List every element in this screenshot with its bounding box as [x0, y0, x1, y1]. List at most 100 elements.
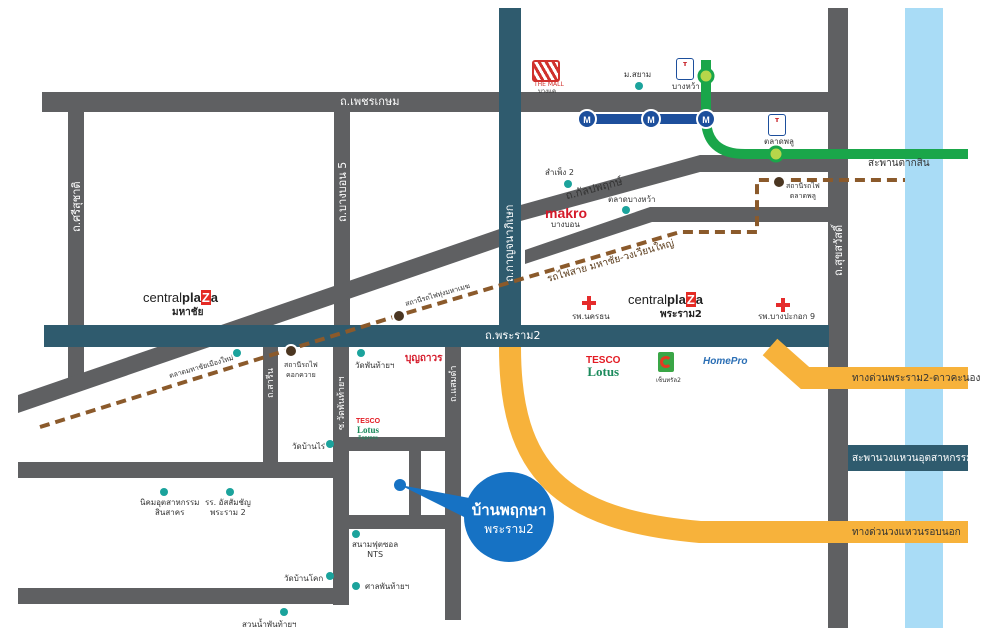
industrial-ring-bridge	[848, 445, 968, 471]
label-wat-ban-rai: วัดบ้านไร่	[292, 442, 326, 451]
bts-station-talatphlu	[767, 145, 785, 163]
wat-ban-rai-dot	[326, 440, 334, 448]
mrt-station	[577, 109, 597, 129]
mrt-station	[641, 109, 661, 129]
label-wat-ban-khok: วัดบ้านโคก	[284, 574, 324, 583]
nikhom-dot	[160, 488, 168, 496]
project-pointer	[400, 485, 480, 520]
central-plaza-mahachai-logo: centralplaZa	[143, 290, 218, 305]
road-watphanthai	[333, 345, 349, 605]
label-sam-phueng: สำเพ็ง 2	[545, 168, 574, 177]
label-rama2-expressway: ทางด่วนพระราม2-ดาวคะนอง	[852, 373, 981, 384]
expressway-outer-ring	[499, 346, 968, 543]
lotus-small: Lotus	[357, 425, 380, 435]
road-suksawat	[828, 8, 848, 628]
rail-station-talatphlu	[772, 175, 786, 189]
expressway-rama2	[762, 338, 968, 389]
nts-dot	[352, 530, 360, 538]
local-road	[18, 588, 338, 604]
tesco-small: TESCO	[356, 418, 381, 425]
sinsathit-dot	[226, 488, 234, 496]
label-nikhom: นิคมอุตสาหกรรม สินสาคร	[140, 498, 200, 517]
tesco-lotus-express-logo: TESCO Lotus Express	[356, 418, 380, 442]
label-makro-sub: บางบอน	[551, 220, 580, 229]
brand-central: central	[628, 292, 668, 307]
svg-text:M: M	[647, 115, 655, 125]
label-the-mall-sub: บางแค	[538, 88, 556, 95]
svg-text:M: M	[702, 115, 710, 125]
road-saraen	[263, 345, 278, 465]
label-bangbon5: ถ.บางบอน 5	[336, 161, 349, 222]
label-wat-phanthai: วัดพันท้ายฯ	[355, 361, 395, 370]
label-ratchaphruek: ถ.ราชพฤกษ์	[708, 10, 721, 68]
sala-dot	[352, 582, 360, 590]
bts-logo-talatphlu: ᴛ	[768, 114, 786, 136]
label-srisuchart: ถ.ศรีสุชาติ	[70, 181, 83, 232]
boonthavorn-logo: บุญถาวร	[405, 353, 443, 364]
homepro-logo: HomePro	[703, 356, 748, 367]
label-taksin-bridge: สะพานตากสิน	[868, 158, 930, 169]
label-outer-ring: ทางด่วนวงแหวนรอบนอก	[852, 527, 961, 538]
label-watphanthai: ซ.วัดพันท้ายฯ	[337, 376, 347, 430]
rail-station-mahachai	[284, 344, 298, 358]
mrt-station	[696, 109, 716, 129]
label-hosp-bangpakok: รพ.บางปะกอก 9	[758, 312, 816, 321]
bts-logo-bangwa: ᴛ	[676, 58, 694, 80]
wat-phanthai-dot	[357, 349, 365, 357]
sam-phueng-dot	[564, 180, 572, 188]
road-phetkasem	[42, 92, 832, 112]
local-road	[349, 515, 445, 529]
talat-mahachai-dot	[233, 349, 241, 357]
label-rail-station-talatphlu: สถานีรถไฟ ตลาดพลู	[786, 182, 820, 200]
siam-u-dot	[635, 82, 643, 90]
project-sub: พระราม2	[484, 522, 534, 536]
label-rail-station-mahachai: สถานีรถไฟ คอกควาย	[284, 361, 318, 379]
label-talat-bangwa: ตลาดบางหว้า	[608, 195, 656, 204]
label-the-mall: THE MALL	[534, 81, 564, 88]
road-srisuchart	[68, 110, 84, 382]
brand-a: a	[210, 290, 219, 305]
svg-text:M: M	[583, 115, 591, 125]
local-road	[349, 437, 445, 451]
label-sala: ศาลพันท้ายฯ	[365, 582, 410, 591]
local-road	[409, 451, 421, 515]
label-talatphlu: ตลาดพลู	[764, 137, 794, 146]
project-name[interactable]: บ้านพฤกษา	[471, 501, 547, 519]
road-bangbon5	[334, 110, 350, 335]
talat-bangwa-dot	[622, 206, 630, 214]
hospital-icon	[582, 296, 596, 310]
road-bangbon-branch	[525, 207, 830, 264]
project-dot	[394, 479, 406, 491]
local-road	[18, 462, 338, 478]
brand-z: Z	[200, 290, 211, 305]
label-nts: สนามฟุตซอล NTS	[352, 540, 399, 559]
brand-central: central	[143, 290, 183, 305]
label-siam-u: ม.สยาม	[624, 70, 652, 79]
road-ekkachai	[18, 222, 520, 413]
label-samut: ถ.แสมดำ	[449, 365, 459, 402]
label-suksawat: ถ.สุขสวัสดิ์	[832, 224, 845, 276]
brand-pla: pla	[667, 292, 686, 307]
label-saraen: ถ.สารีน	[266, 368, 276, 398]
road-kanlapaphruek	[517, 155, 830, 222]
central-rama2-logo	[658, 352, 674, 372]
rail-station-ekkachai	[392, 309, 406, 323]
label-industrial-ring-bridge: สะพานวงแหวนอุตสาหกรรม	[852, 453, 973, 464]
wat-ban-khok-dot	[326, 572, 334, 580]
road-rama2	[44, 325, 829, 347]
brand-pla: pla	[182, 290, 201, 305]
hospital-icon	[776, 298, 790, 312]
park-dot	[280, 608, 288, 616]
project-bubble	[464, 472, 554, 562]
label-sinsathit: รร. อัสสัมชัญ พระราม 2	[205, 498, 251, 517]
road-kanchanaphisek	[499, 8, 521, 348]
label-bangwa: บางหว้า	[672, 82, 700, 91]
lotus-text: Lotus	[587, 364, 620, 379]
label-kanchanaphisek: ถ.กาญจนาภิเษก	[503, 204, 516, 282]
brand-z: Z	[685, 292, 696, 307]
tesco-text: TESCO	[586, 355, 621, 366]
makro-logo: makro	[545, 205, 588, 221]
bts-station-bangwa	[697, 67, 715, 85]
label-park: สวนน้ำพันท้ายฯ	[242, 620, 297, 629]
